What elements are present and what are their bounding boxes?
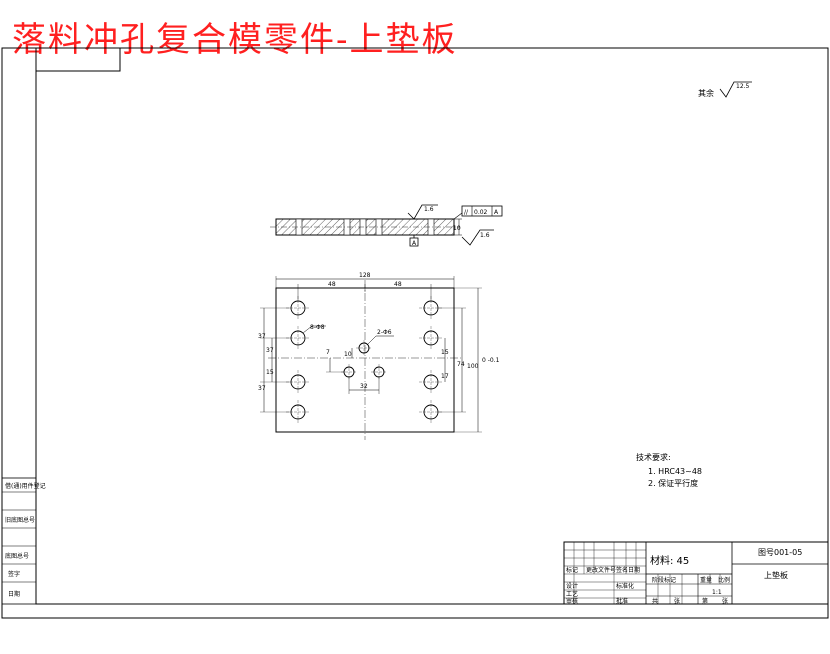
side-dim: 10 [453, 225, 461, 232]
roughness-value: 12.5 [736, 83, 750, 90]
roughness-side-icon [461, 229, 494, 246]
label-stage: 阶段标记 [652, 576, 676, 584]
datum-label: A [412, 240, 417, 247]
roughness-side-value: 1.6 [480, 232, 490, 239]
outer-frame [1, 47, 829, 619]
dim-height2: 100 [467, 363, 479, 370]
roughness-note: 其余 12.5 [698, 81, 752, 98]
dim-left-a: 37 [258, 333, 266, 340]
hole-note-small: 2-Φ6 [377, 329, 392, 336]
strip-label-1: 借(通)用件登记 [5, 482, 46, 490]
scale-value: 1:1 [712, 589, 722, 596]
label-design: 设计 [566, 582, 578, 590]
large-holes [286, 296, 443, 424]
dim-left-b: 37 [266, 347, 274, 354]
tech-req-heading: 技术要求: [636, 452, 671, 462]
tech-req-item-2: 2. 保证平行度 [648, 478, 698, 488]
page-title: 落料冲孔复合模零件-上垫板 [12, 20, 458, 60]
dim-right-b: 17 [441, 373, 449, 380]
dim-height: 74 [457, 361, 465, 368]
roughness-symbol-icon [719, 81, 752, 98]
dim-height2-tol: 0 -0.1 [482, 357, 500, 364]
label-approve: 批准 [616, 597, 628, 605]
label-sheet-no: 第 [702, 597, 708, 605]
label-standard: 标准化 [616, 582, 634, 590]
label-date: 日期 [628, 566, 640, 574]
drawing-number: 图号001-05 [758, 548, 802, 557]
dim-half-right: 48 [394, 281, 402, 288]
left-strip: 借(通)用件登记 旧底图总号 底图总号 签字 日期 [1, 477, 46, 605]
hole-note-large: 8-Φ8 [310, 324, 325, 331]
dim-center-b: 7 [326, 349, 330, 356]
label-review: 审核 [566, 597, 578, 605]
roughness-top-icon [407, 204, 438, 220]
label-total: 共 [652, 597, 658, 605]
label-sheets: 张 [674, 597, 680, 605]
label-mark: 标记 [566, 566, 578, 574]
tolerance-frame [461, 205, 503, 217]
inner-frame [35, 47, 829, 605]
dim-bottom: 32 [360, 383, 368, 390]
label-process: 工艺 [566, 590, 578, 598]
dim-half-left: 48 [328, 281, 336, 288]
small-holes [341, 340, 387, 380]
title-block: 材料: 45 图号001-05 上垫板 1:1 标记 更改文件号 签名 日期 设… [563, 541, 829, 605]
tech-req-item-1: 1. HRC43~48 [648, 467, 702, 476]
dim-width: 128 [359, 272, 371, 279]
roughness-label: 其余 [698, 88, 714, 98]
strip-label-5: 日期 [8, 590, 20, 598]
label-signature: 签名 [616, 566, 628, 574]
dim-left-d: 37 [258, 385, 266, 392]
material-label: 材料: 45 [650, 554, 689, 567]
strip-label-2: 旧底图总号 [5, 516, 35, 524]
strip-label-3: 底图总号 [5, 552, 29, 560]
label-weight: 重量 [700, 576, 712, 584]
tolerance-value: 0.02 [474, 209, 488, 216]
plan-view: 8-Φ8 2-Φ6 128 48 48 37 37 15 37 74 100 0… [258, 272, 500, 440]
dim-left-c: 15 [266, 369, 274, 376]
label-change-doc: 更改文件号 [586, 566, 616, 574]
part-name: 上垫板 [764, 570, 788, 580]
strip-label-4: 签字 [8, 570, 20, 578]
roughness-top-value: 1.6 [424, 206, 434, 213]
corner-box [35, 47, 121, 72]
tolerance-datum: A [494, 209, 499, 216]
section-view: 1.6 A // 0.02 A 10 1.6 [270, 204, 503, 247]
tech-requirements: 技术要求: 1. HRC43~48 2. 保证平行度 [636, 452, 702, 488]
label-ratio: 比例 [718, 576, 730, 584]
dim-right-a: 15 [441, 349, 449, 356]
tolerance-symbol: // [464, 209, 469, 216]
datum-box [409, 237, 419, 247]
label-sheet: 张 [722, 597, 728, 605]
dim-center-a: 10 [344, 351, 352, 358]
